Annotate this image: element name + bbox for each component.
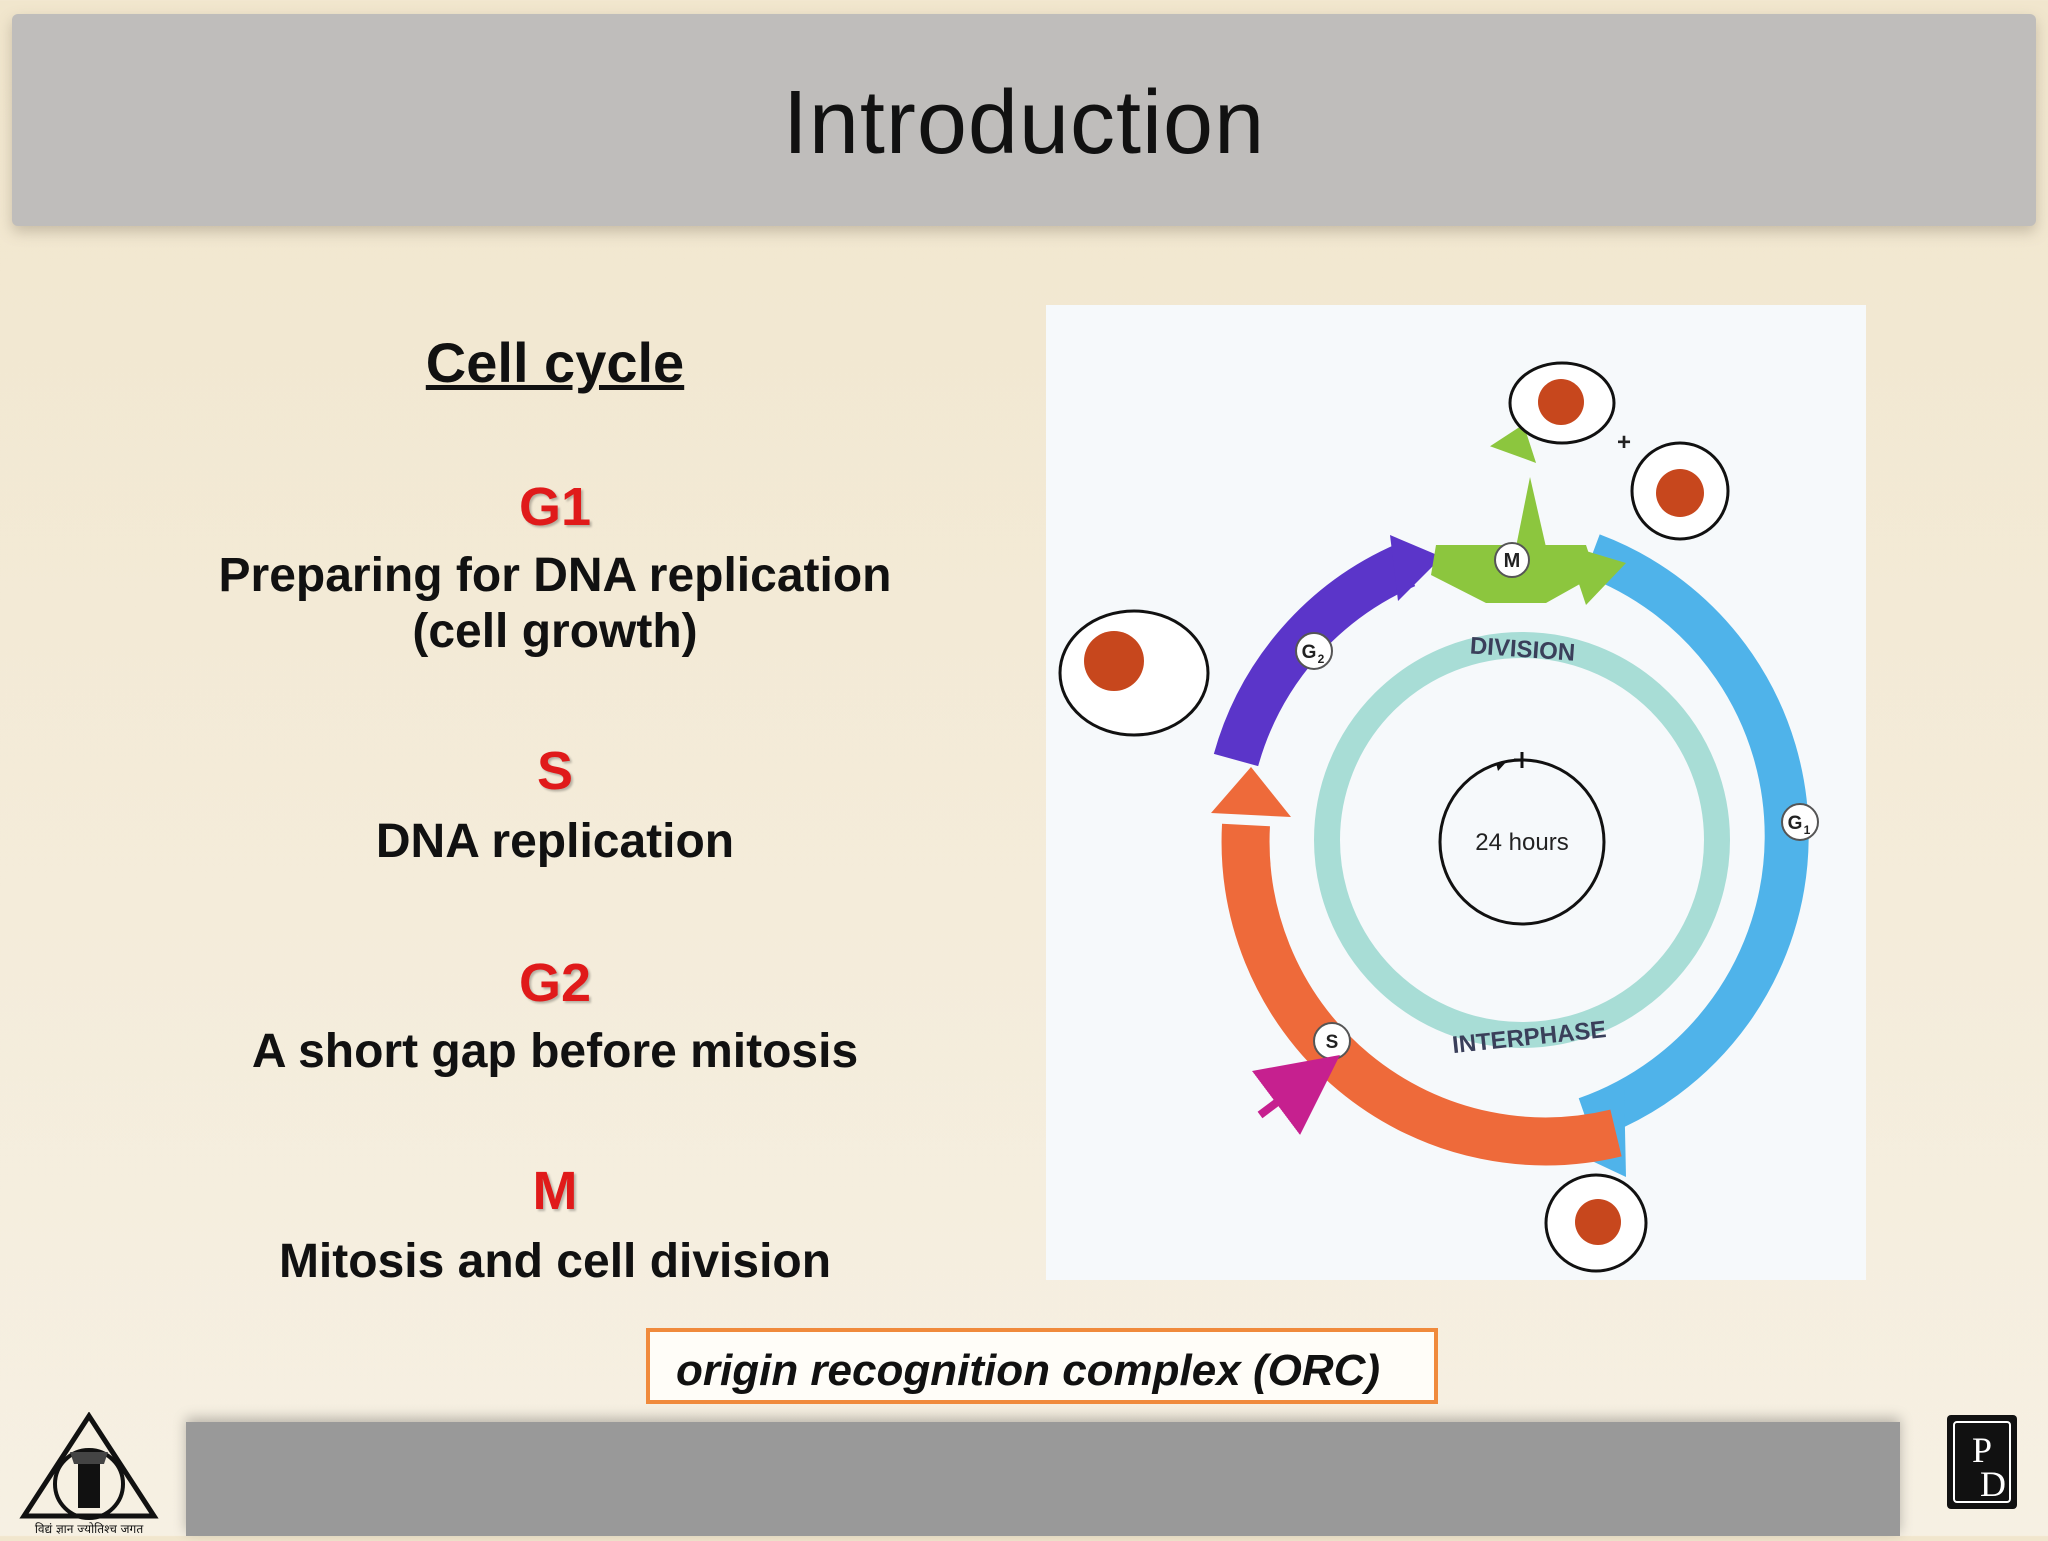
g2-arrowhead: [1390, 535, 1442, 601]
plus-sign: +: [1617, 429, 1631, 456]
phase-g1-desc-line2: (cell growth): [412, 605, 698, 658]
phase-g2-desc: A short gap before mitosis: [251, 1025, 859, 1078]
pd-logo: P D: [1944, 1412, 2020, 1522]
pd-logo-d: D: [1980, 1464, 2006, 1504]
phase-m-name: M: [532, 1161, 578, 1221]
clock-tick: [1514, 752, 1524, 768]
phase-ring: [1314, 632, 1730, 1048]
g1-badge-label: G: [1788, 813, 1803, 834]
phase-g1-name: G1: [518, 477, 592, 537]
g1-badge-subscript: 1: [1804, 823, 1811, 837]
phase-g2-name: G2: [518, 953, 592, 1013]
slide-title: Introduction: [782, 73, 1266, 173]
orc-callout-box: origin recognition complex (ORC): [646, 1328, 1438, 1404]
phase-g1-desc-line1: Preparing for DNA replication: [218, 549, 892, 602]
title-bar: Introduction: [12, 14, 2036, 226]
cell-left: [1058, 609, 1210, 737]
m-badge: [1494, 542, 1530, 578]
g2-badge-subscript: 2: [1318, 652, 1325, 666]
logo-caption: विद्यं ज्ञान ज्योतिश्च जगत: [35, 1522, 145, 1536]
s-arc: [1221, 823, 1622, 1166]
cell-top-right: [1630, 441, 1730, 541]
cell-cycle-diagram: M G 2 G 1 S DIVISION INTERPHASE 24 hours…: [1046, 305, 1866, 1280]
cell-top: [1508, 361, 1616, 445]
center-label: 24 hours: [1475, 829, 1568, 856]
m-badge-label: M: [1504, 550, 1521, 572]
phase-s-desc: DNA replication: [375, 815, 735, 868]
m-arrow-up-head: [1490, 424, 1537, 463]
phase-m-desc: Mitosis and cell division: [278, 1235, 832, 1288]
pd-logo-p: P: [1972, 1430, 1992, 1470]
m-arrow-right-head: [1566, 545, 1626, 605]
institution-logo: विद्यं ज्ञान ज्योतिश्च जगत: [18, 1411, 160, 1536]
s-badge-label: S: [1326, 1032, 1339, 1053]
s-pointer-arrow: [1252, 1055, 1340, 1135]
footer-bar: [186, 1422, 1900, 1536]
g2-badge: [1295, 632, 1333, 670]
g1-badge: [1781, 803, 1819, 841]
m-arrow-up: [1516, 477, 1546, 547]
g1-arc: [1578, 534, 1809, 1140]
cell-cycle-heading: Cell cycle: [425, 331, 685, 394]
g2-badge-label: G: [1302, 642, 1317, 663]
s-arrowhead: [1211, 767, 1291, 817]
cell-cycle-svg: M G 2 G 1 S DIVISION INTERPHASE 24 hours…: [1058, 361, 1819, 1273]
cell-bottom: [1544, 1173, 1648, 1273]
phase-s-name: S: [536, 741, 574, 801]
clock-arrow-icon: [1496, 760, 1508, 771]
